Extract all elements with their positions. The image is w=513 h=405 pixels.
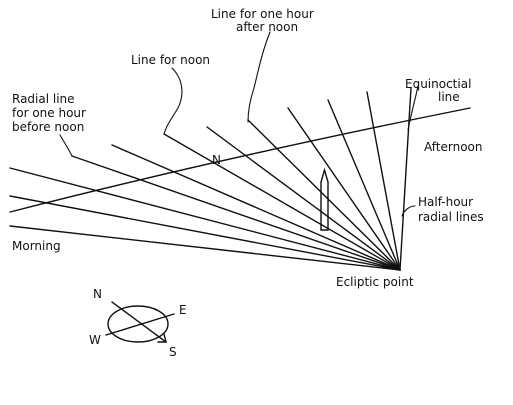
compass-south-arrowhead [157,333,167,343]
radial-lines [9,87,412,271]
compass-north-south-axis [111,301,167,343]
leader-equinoctial [407,85,419,131]
leader-before-noon [59,134,73,157]
label-before-noon-3: before noon [12,120,84,134]
compass-ellipse [107,305,169,343]
label-one-hour-after-noon-2: after noon [236,20,298,34]
compass-west-label: W [89,333,101,347]
radial-line-3 [9,167,401,271]
label-equinoctial-2: line [438,90,460,104]
radial-line-one-hour-after-noon [247,119,401,271]
compass: N E S W [89,287,187,359]
label-before-noon-2: for one hour [12,106,86,120]
compass-east-west-axis [105,313,175,336]
equinoctial-line [9,107,471,213]
leader-noon [163,67,183,135]
gnomon-outline [320,167,329,231]
compass-east-label: E [179,303,187,317]
compass-south-label: S [169,345,177,359]
label-half-hour-1: Half-hour [418,195,473,209]
leader-half-hour [401,205,416,217]
radial-line-noon [163,133,401,271]
radial-line-5 [111,144,401,271]
radial-line-10 [327,99,401,271]
radial-line-1 [9,225,401,271]
label-before-noon-1: Radial line [12,92,75,106]
label-equinoctial-1: Equinoctial [405,77,471,91]
radial-line-one-hour-before-noon [71,155,401,271]
gnomon [320,167,329,231]
radial-line-12 [399,87,412,271]
callout-labels: Line for one hour after noon Line for no… [12,7,484,289]
label-morning: Morning [12,239,61,253]
label-afternoon: Afternoon [424,140,483,154]
radial-line-7 [206,126,401,271]
label-one-hour-after-noon-1: Line for one hour [211,7,314,21]
radial-line-9 [287,107,401,271]
label-ecliptic-point: Ecliptic point [336,275,414,289]
label-noon: Line for noon [131,53,210,67]
label-half-hour-2: radial lines [418,210,484,224]
label-noon-marker: N [212,153,221,167]
leader-lines [59,31,419,217]
radial-line-2 [9,195,401,271]
leader-one-hour-after-noon [247,31,271,123]
compass-north-label: N [93,287,102,301]
radial-line-11 [366,91,401,271]
